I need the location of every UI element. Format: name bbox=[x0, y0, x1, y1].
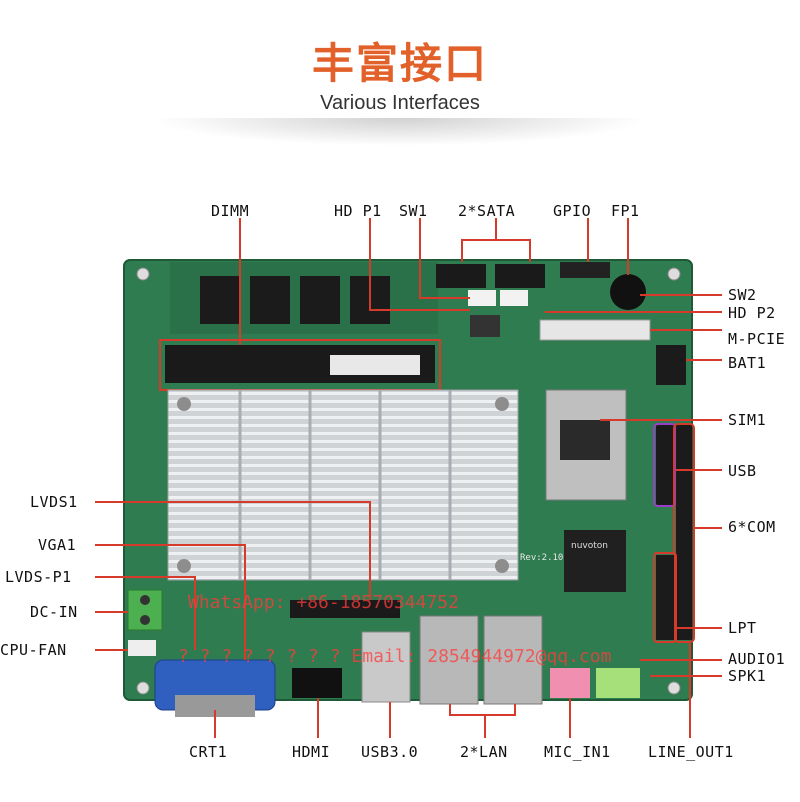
lan-connector bbox=[483, 615, 543, 705]
heatsink-screw bbox=[177, 397, 191, 411]
board-revision: Rev:2.10 bbox=[520, 553, 563, 563]
sata-connector bbox=[495, 264, 545, 288]
label-lvds-p1: LVDS-P1 bbox=[5, 568, 72, 586]
label-fp1: FP1 bbox=[611, 202, 640, 220]
lan-connector bbox=[419, 615, 479, 705]
com-header bbox=[676, 425, 692, 640]
heatsink-screw bbox=[495, 559, 509, 573]
usb3-connector bbox=[361, 631, 411, 703]
lpt-header bbox=[656, 555, 674, 640]
label-mpcie: M-PCIE bbox=[728, 330, 786, 348]
dimm-label-sticker bbox=[330, 355, 420, 375]
chip bbox=[470, 315, 500, 337]
label-crt1: CRT1 bbox=[189, 743, 228, 761]
line-out-connector bbox=[596, 668, 640, 698]
sw1-connector bbox=[468, 290, 496, 306]
sata-connector bbox=[436, 264, 486, 288]
label-bat1: BAT1 bbox=[728, 354, 767, 372]
label-sim1: SIM1 bbox=[728, 411, 767, 429]
mic-in-connector bbox=[550, 668, 590, 698]
label-audio1: AUDIO1 bbox=[728, 650, 786, 668]
watermark-email: ? ? ? ? ? ? ? ? Email: 2854944972@qq.com bbox=[178, 646, 612, 667]
mpcie-slot bbox=[539, 319, 651, 341]
label-gpio: GPIO bbox=[553, 202, 592, 220]
label-vga1: VGA1 bbox=[38, 536, 77, 554]
label-lvds1: LVDS1 bbox=[30, 493, 78, 511]
chip-brand: nuvoton bbox=[571, 541, 608, 551]
superio-chip bbox=[564, 530, 626, 592]
label-sw2: SW2 bbox=[728, 286, 757, 304]
gpio-header bbox=[560, 262, 610, 278]
sata-power-connector bbox=[500, 290, 528, 306]
label-hdmi: HDMI bbox=[292, 743, 331, 761]
label-hd-p1: HD P1 bbox=[334, 202, 382, 220]
buzzer bbox=[610, 274, 646, 310]
label-lpt: LPT bbox=[728, 619, 757, 637]
watermark-whatsapp: WhatsApp: +86-18570344752 bbox=[188, 592, 459, 613]
label-dimm: DIMM bbox=[211, 202, 250, 220]
ram-chip bbox=[200, 276, 240, 324]
ram-chip bbox=[300, 276, 340, 324]
com-highlight bbox=[673, 423, 695, 643]
mount-hole bbox=[136, 267, 150, 281]
title-shadow bbox=[150, 118, 650, 146]
heatsink bbox=[167, 389, 519, 581]
label-com: 6*COM bbox=[728, 518, 776, 536]
heatsink-screw bbox=[177, 559, 191, 573]
mount-hole bbox=[667, 267, 681, 281]
page-title: 丰富接口 bbox=[311, 39, 488, 88]
bat1-header bbox=[656, 345, 686, 385]
ram-chip bbox=[250, 276, 290, 324]
label-hd-p2: HD P2 bbox=[728, 304, 776, 322]
usb-header bbox=[656, 425, 674, 505]
label-usb30: USB3.0 bbox=[361, 743, 419, 761]
lvds-connector bbox=[290, 600, 400, 618]
label-dc-in: DC-IN bbox=[30, 603, 78, 621]
label-sata: 2*SATA bbox=[458, 202, 516, 220]
hdmi-connector bbox=[292, 668, 342, 698]
label-lan: 2*LAN bbox=[460, 743, 508, 761]
heatsink-screw bbox=[495, 397, 509, 411]
label-mic-in1: MIC_IN1 bbox=[544, 743, 611, 761]
lpt-highlight bbox=[653, 552, 677, 643]
label-usb: USB bbox=[728, 462, 757, 480]
label-line-out1: LINE_OUT1 bbox=[648, 743, 734, 761]
mount-hole bbox=[667, 681, 681, 695]
label-spk1: SPK1 bbox=[728, 667, 767, 685]
cpu-fan-connector bbox=[128, 640, 156, 656]
mount-hole bbox=[136, 681, 150, 695]
leader-lines bbox=[95, 218, 722, 738]
page-subtitle: Various Interfaces bbox=[320, 92, 480, 114]
label-cpu-fan: CPU-FAN bbox=[0, 641, 67, 659]
label-sw1: SW1 bbox=[399, 202, 428, 220]
